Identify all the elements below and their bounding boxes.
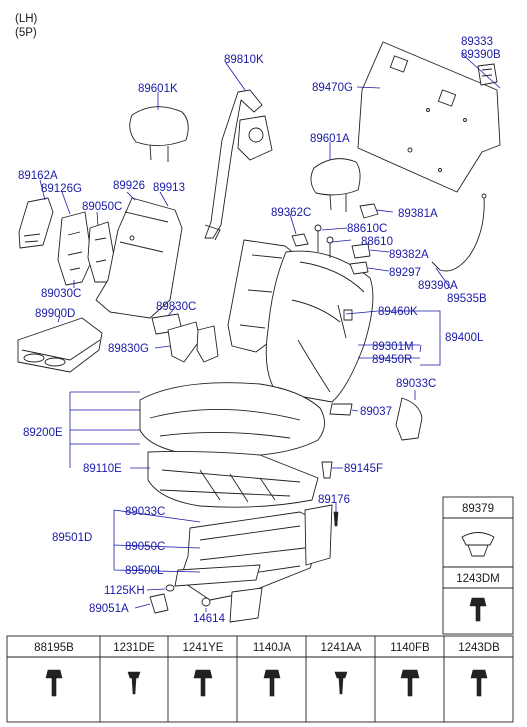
side-note: (LH): [15, 13, 38, 25]
part-labels: 89333 89390B 89810K 89470G 89601K 89601A…: [18, 36, 501, 625]
buckle-89830G: [167, 321, 201, 363]
bolt-icon: [469, 597, 487, 622]
label-89037: 89037: [360, 406, 392, 418]
screw-icon: [334, 671, 348, 695]
label-89470G: 89470G: [312, 82, 353, 94]
label-89033C-right: 89033C: [396, 378, 436, 390]
headrest-89601K: [129, 106, 189, 146]
clip-89381A: [359, 203, 379, 219]
label-89050C-lower: 89050C: [125, 541, 165, 553]
clip-89362C: [291, 233, 309, 247]
label-89030C: 89030C: [41, 288, 81, 300]
grommet-14614: [201, 597, 211, 607]
clip-89051A: [149, 593, 169, 614]
side-parts-panel: 89379 1243DM: [442, 496, 514, 635]
table-header-4: 1140JA: [253, 642, 291, 654]
label-89900D: 89900D: [35, 308, 75, 320]
label-89176: 89176: [318, 494, 350, 506]
label-89460K: 89460K: [378, 306, 418, 318]
label-89051A: 89051A: [89, 603, 129, 615]
label-89810K: 89810K: [224, 54, 264, 66]
table-header-3: 1241YE: [183, 642, 224, 654]
label-89913: 89913: [153, 182, 185, 194]
bolt-1125KH: [165, 584, 175, 592]
label-89400L: 89400L: [445, 332, 484, 344]
table-header-1: 88195B: [34, 642, 74, 654]
seatback-board: [95, 197, 183, 319]
bolt-icon: [45, 669, 63, 697]
label-89200E: 89200E: [23, 427, 63, 439]
label-89501D: 89501D: [52, 532, 92, 544]
clip-89333: [477, 63, 498, 86]
side-panel-header-1243DM: 1243DM: [456, 573, 499, 585]
label-89162A: 89162A: [18, 170, 58, 182]
label-89601K: 89601K: [138, 83, 178, 95]
label-1125KH: 1125KH: [104, 585, 145, 597]
label-89301M: 89301M: [372, 341, 414, 353]
label-89362C: 89362C: [271, 207, 311, 219]
clip-89297: [349, 261, 369, 275]
label-89830G: 89830G: [108, 343, 149, 355]
rail-foot: [229, 587, 263, 623]
bracket-89162A: [18, 197, 54, 249]
adjuster-lever: [304, 504, 333, 566]
label-89050C-upper: 89050C: [82, 201, 122, 213]
label-88610C: 88610C: [347, 223, 387, 235]
grommet-icon: [461, 532, 495, 557]
bolt-icon: [470, 669, 488, 697]
leader-lines: [39, 52, 501, 612]
headrest-89601A: [310, 158, 361, 196]
seat-belt: [204, 89, 263, 239]
side-panel-header-89379: 89379: [462, 503, 494, 515]
label-89145F: 89145F: [344, 463, 383, 475]
label-89381A: 89381A: [398, 208, 438, 220]
belt-retractor: [237, 115, 273, 161]
table-header-5: 1241AA: [321, 642, 362, 654]
label-89390A: 89390A: [418, 280, 458, 292]
label-89450R: 89450R: [372, 354, 412, 366]
label-89535B: 89535B: [447, 293, 487, 305]
seat-rails: [179, 511, 326, 601]
label-89297: 89297: [389, 267, 421, 279]
armrest: [17, 317, 103, 373]
label-88610: 88610: [361, 236, 393, 248]
label-89601A: 89601A: [310, 133, 350, 145]
label-89390B: 89390B: [461, 49, 501, 61]
rail-base: [174, 564, 261, 587]
label-89926: 89926: [113, 180, 145, 192]
cover-89030C: [57, 211, 93, 286]
bolt-icon: [193, 669, 213, 697]
pad-89037: [329, 403, 353, 416]
table-header-2: 1231DE: [113, 642, 155, 654]
label-89382A: 89382A: [389, 249, 429, 261]
label-89033C-left: 89033C: [125, 506, 165, 518]
label-14614: 14614: [193, 613, 226, 625]
seat-note: (5P): [15, 27, 37, 39]
label-89830C: 89830C: [156, 301, 196, 313]
label-89500L: 89500L: [125, 565, 164, 577]
clip-89176: [333, 511, 339, 527]
label-89333: 89333: [461, 36, 493, 48]
bolt-icon: [263, 669, 281, 697]
bolt-89145F: [321, 461, 333, 479]
cover-89033C-right: [395, 397, 423, 441]
seat-artwork: [17, 41, 501, 623]
table-header-6: 1140FB: [390, 642, 430, 654]
bolt-icon: [400, 669, 420, 697]
side-bracket: [196, 325, 219, 363]
label-89126G: 89126G: [41, 183, 82, 195]
screw-icon: [127, 671, 141, 695]
fastener-table: 88195B 1231DE 1241YE 1140JA 1241AA 1140F…: [6, 635, 514, 723]
label-89110E: 89110E: [83, 463, 122, 475]
table-header-7: 1243DB: [458, 642, 500, 654]
cable-89535B: [431, 195, 485, 272]
clip-89382A: [351, 243, 371, 259]
seatback-cover-panel: [357, 41, 501, 193]
